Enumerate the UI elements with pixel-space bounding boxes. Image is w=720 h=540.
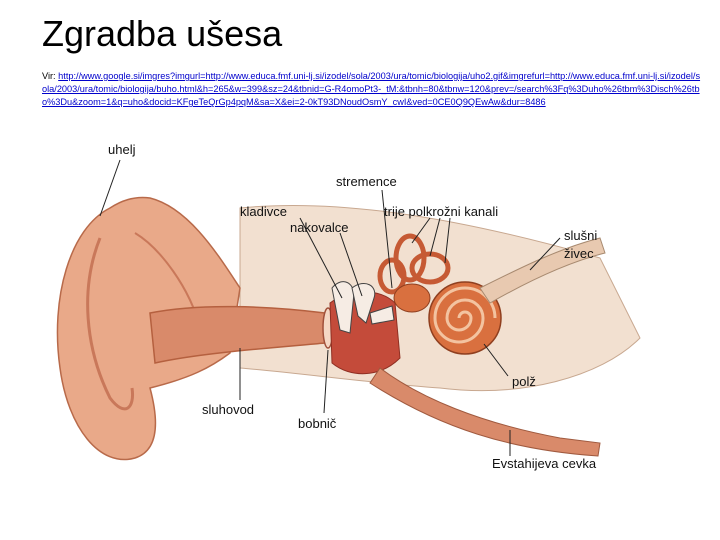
label-stremence: stremence bbox=[336, 174, 397, 189]
label-zivec: živec bbox=[564, 246, 594, 261]
label-semicircular-canals: trije polkrožni kanali bbox=[384, 204, 498, 219]
label-sluhovod: sluhovod bbox=[202, 402, 254, 417]
source-citation: Vir: http://www.google.si/imgres?imgurl=… bbox=[42, 70, 702, 109]
label-uhelj: uhelj bbox=[108, 142, 135, 157]
source-link[interactable]: http://www.google.si/imgres?imgurl=http:… bbox=[42, 71, 700, 107]
vestibule bbox=[394, 284, 430, 312]
label-kladivce: kladivce bbox=[240, 204, 287, 219]
slide-title: Zgradba ušesa bbox=[42, 12, 282, 56]
ear-diagram: uhelj stremence kladivce nakovalce trije… bbox=[40, 138, 680, 478]
label-polz: polž bbox=[512, 374, 536, 389]
label-bobnic: bobnič bbox=[298, 416, 336, 431]
label-evstahijeva: Evstahijeva cevka bbox=[492, 456, 596, 471]
source-prefix: Vir: bbox=[42, 71, 58, 81]
label-nakovalce: nakovalce bbox=[290, 220, 349, 235]
label-slusni: slušni bbox=[564, 228, 597, 243]
ear-illustration bbox=[40, 138, 680, 478]
